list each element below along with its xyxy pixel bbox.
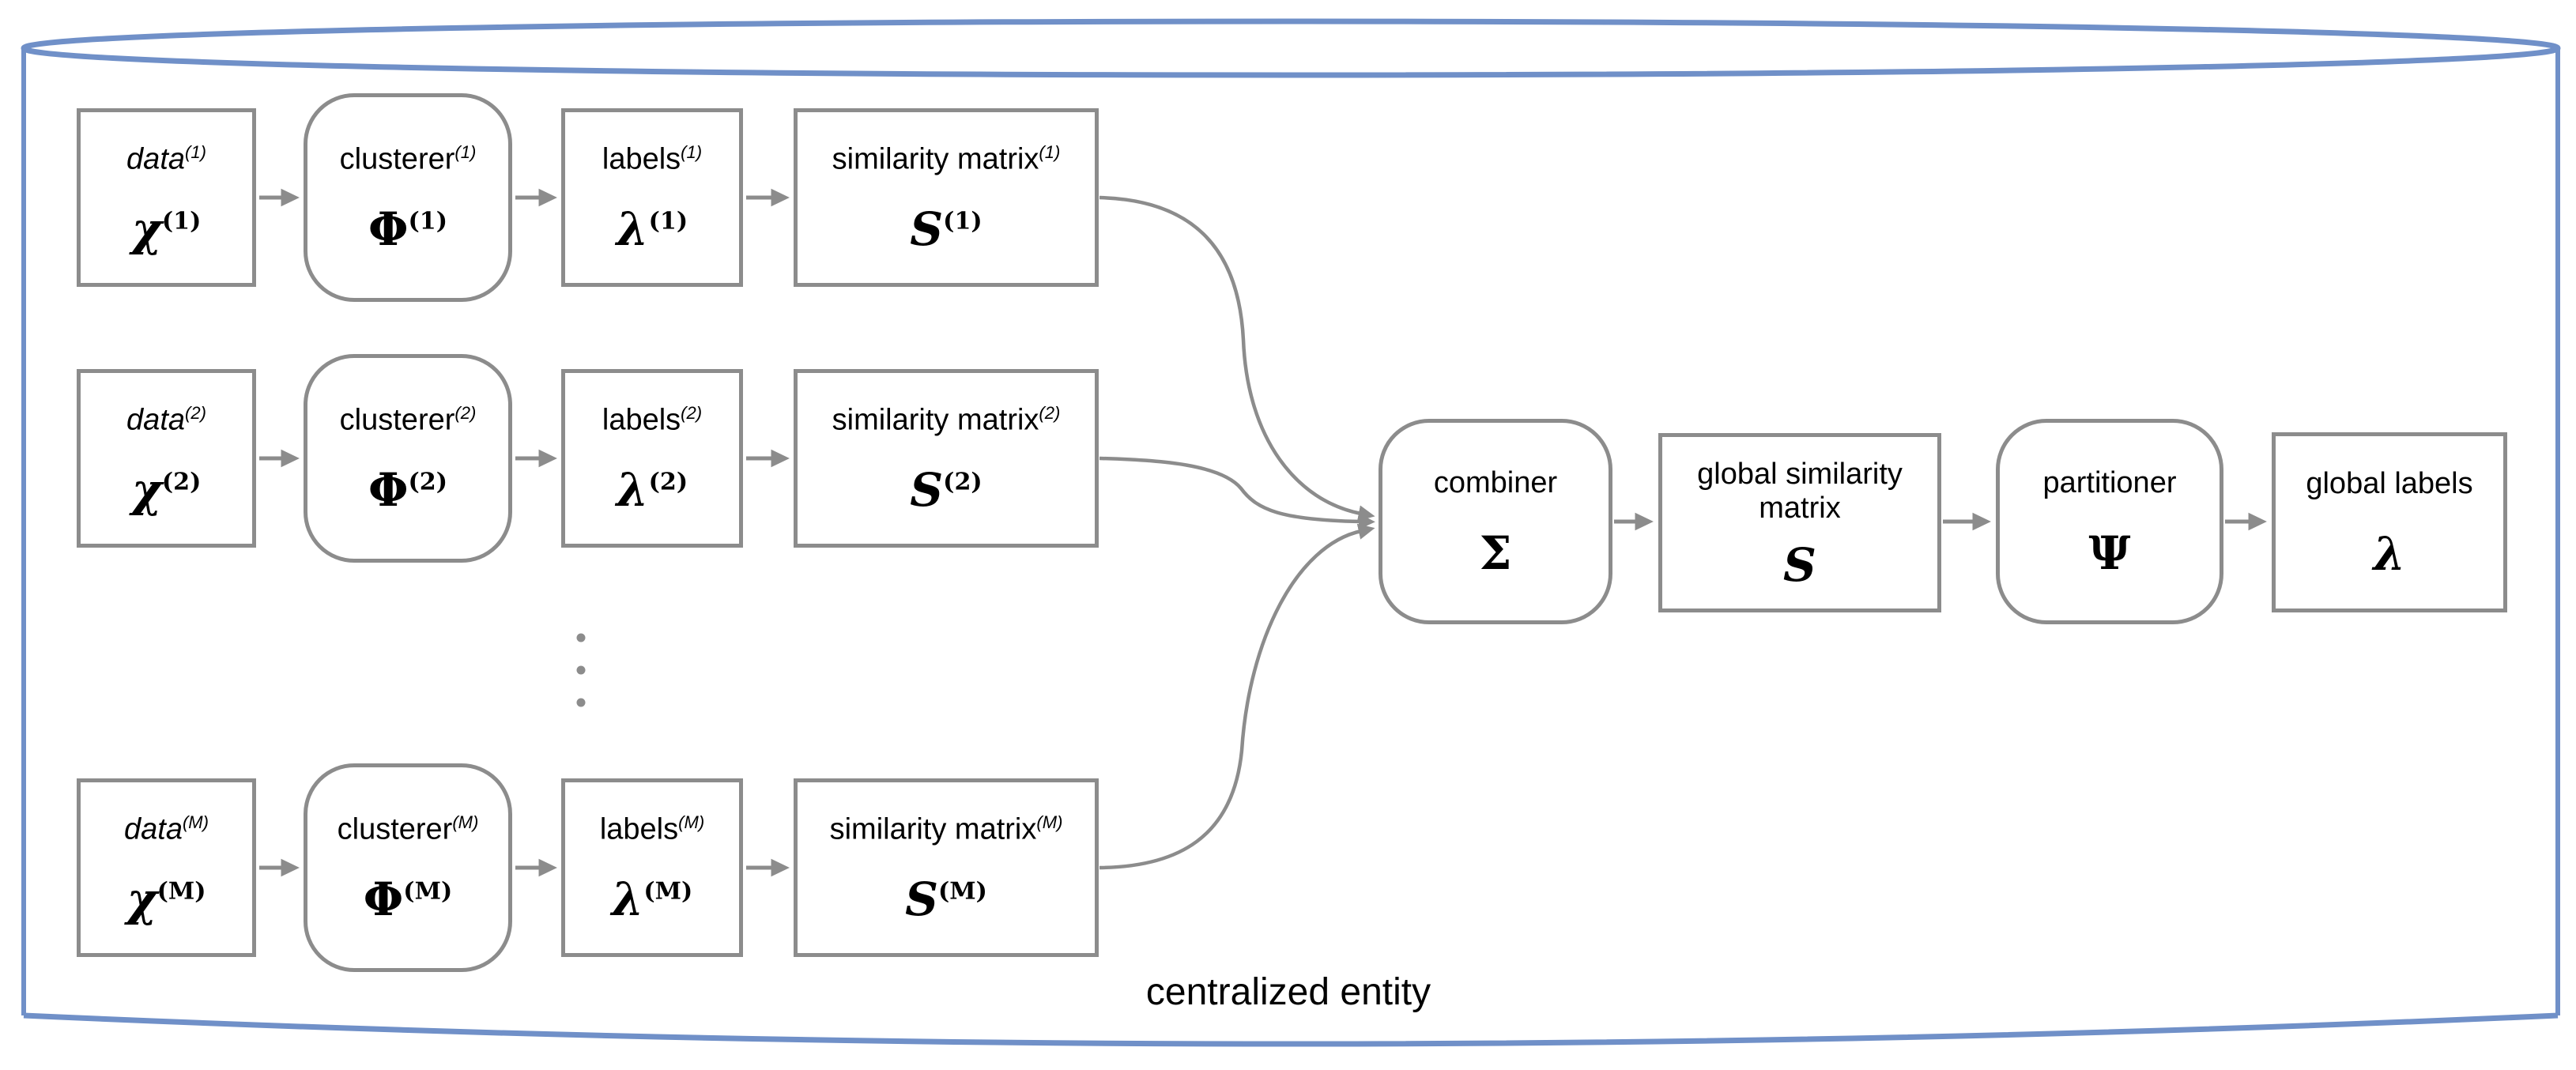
cylinder-bottom-arc	[23, 1012, 2559, 1047]
merge-curves	[1099, 195, 1375, 870]
data-box-row2-label: data(2)	[126, 403, 206, 437]
ellipsis-dot	[576, 665, 586, 675]
labels-box-row2-symbol: λ(2)	[616, 462, 688, 517]
similarity-matrix-box-row1: similarity matrix(1) S(1)	[794, 108, 1099, 287]
global-labels-box: global labels λ	[2272, 432, 2507, 612]
flow-arrows	[259, 188, 2267, 877]
cylinder-top-ellipse	[21, 18, 2561, 78]
global-similarity-matrix-box-symbol: S	[1783, 538, 1816, 593]
clusterer-box-rowM-label: clusterer(M)	[337, 812, 479, 846]
data-box-rowM-label: data(M)	[124, 812, 209, 846]
data-box-row1: data(1) χ(1)	[77, 108, 256, 287]
labels-box-row1-symbol: λ(1)	[616, 202, 688, 256]
data-box-rowM-symbol: χ(M)	[126, 872, 206, 926]
combiner-box-label: combiner	[1433, 466, 1558, 500]
similarity-matrix-box-rowM-symbol: S(M)	[905, 872, 987, 926]
vertical-ellipsis-icon	[576, 633, 586, 707]
clusterer-box-row2-label: clusterer(2)	[339, 403, 477, 437]
similarity-matrix-box-row1-label: similarity matrix(1)	[832, 142, 1061, 176]
partitioner-box: partitioner Ψ	[1996, 419, 2223, 624]
labels-box-rowM: labels(M) λ(M)	[561, 778, 743, 957]
similarity-matrix-box-row1-symbol: S(1)	[910, 202, 983, 256]
labels-box-row2: labels(2) λ(2)	[561, 369, 743, 548]
ellipsis-dot	[576, 698, 586, 707]
labels-box-rowM-label: labels(M)	[599, 812, 705, 846]
centralized-entity-cylinder	[21, 18, 2561, 1047]
global-labels-box-label: global labels	[2306, 467, 2473, 501]
curve-similarity1-combiner	[1099, 195, 1375, 522]
clusterer-box-row2-symbol: Φ(2)	[368, 462, 448, 517]
data-box-row2-symbol: χ(2)	[131, 462, 202, 517]
similarity-matrix-box-row2-label: similarity matrix(2)	[832, 403, 1061, 437]
clusterer-box-row1: clusterer(1) Φ(1)	[304, 93, 512, 302]
data-box-row1-symbol: χ(1)	[131, 202, 202, 256]
curve-similarityM-combiner	[1099, 523, 1375, 870]
global-labels-box-symbol: λ	[2373, 526, 2406, 581]
curve-similarity2-combiner	[1099, 456, 1375, 530]
clusterer-box-rowM-symbol: Φ(M)	[363, 872, 453, 926]
combiner-box: combiner Σ	[1379, 419, 1612, 624]
ellipsis-dot	[576, 633, 586, 642]
partitioner-box-label: partitioner	[2042, 466, 2177, 500]
similarity-matrix-box-rowM-label: similarity matrix(M)	[829, 812, 1063, 846]
combiner-box-symbol: Σ	[1479, 526, 1512, 580]
clusterer-box-rowM: clusterer(M) Φ(M)	[304, 763, 512, 972]
centralized-entity-caption: centralized entity	[1145, 971, 1431, 1013]
data-box-rowM: data(M) χ(M)	[77, 778, 256, 957]
clusterer-box-row1-label: clusterer(1)	[339, 142, 477, 176]
similarity-matrix-box-row2-symbol: S(2)	[910, 462, 983, 517]
labels-box-rowM-symbol: λ(M)	[611, 872, 693, 926]
labels-box-row2-label: labels(2)	[602, 403, 703, 437]
labels-box-row1-label: labels(1)	[602, 142, 703, 176]
data-box-row1-label: data(1)	[126, 142, 206, 176]
labels-box-row1: labels(1) λ(1)	[561, 108, 743, 287]
similarity-matrix-box-rowM: similarity matrix(M) S(M)	[794, 778, 1099, 957]
clusterer-box-row1-symbol: Φ(1)	[368, 202, 448, 256]
clusterer-box-row2: clusterer(2) Φ(2)	[304, 354, 512, 563]
similarity-matrix-box-row2: similarity matrix(2) S(2)	[794, 369, 1099, 548]
partitioner-box-symbol: Ψ	[2088, 526, 2131, 580]
data-box-row2: data(2) χ(2)	[77, 369, 256, 548]
